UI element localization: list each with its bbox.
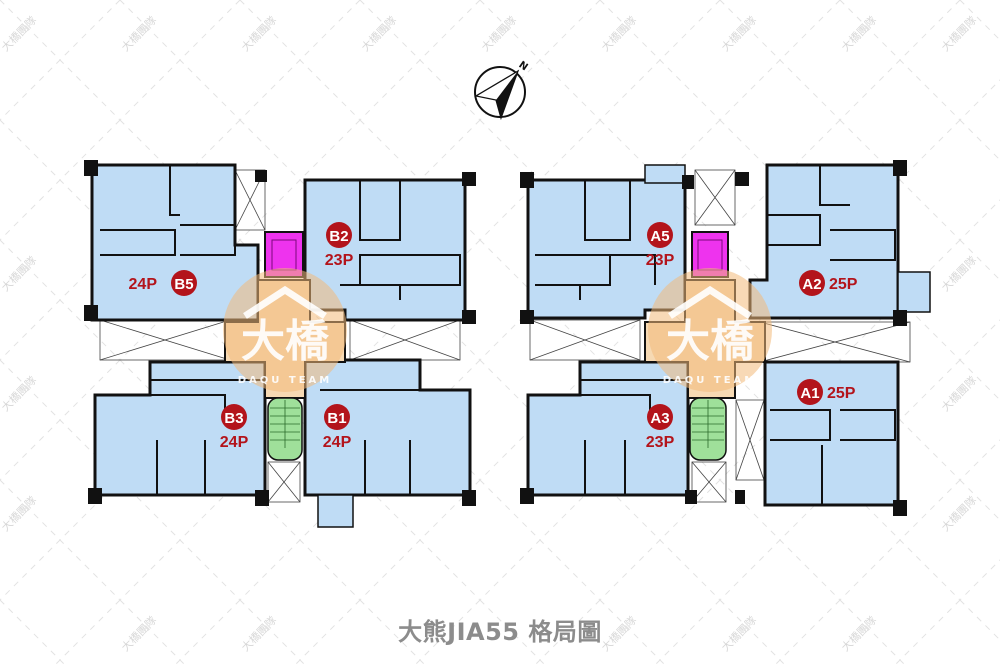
svg-text:24P: 24P xyxy=(220,434,249,451)
building-b: 大橋 DAQU TEAM xyxy=(84,160,476,528)
svg-text:A1: A1 xyxy=(800,385,819,402)
svg-text:DAQU TEAM: DAQU TEAM xyxy=(663,375,758,386)
unit-badge xyxy=(171,270,197,296)
svg-text:大橋: 大橋 xyxy=(241,316,329,367)
svg-text:A5: A5 xyxy=(650,228,669,245)
svg-text:DAQU TEAM: DAQU TEAM xyxy=(238,375,333,386)
svg-text:23P: 23P xyxy=(325,252,354,269)
svg-text:23P: 23P xyxy=(646,252,675,269)
unit-badge xyxy=(221,404,247,430)
svg-text:大橋: 大橋 xyxy=(666,316,754,367)
logo-b-text: 大橋 DAQU TEAM xyxy=(238,285,333,386)
unit-a2-area[interactable] xyxy=(748,163,900,320)
logo-a-text: 大橋 DAQU TEAM xyxy=(663,285,758,386)
unit-label-b5[interactable]: 24P B5 xyxy=(129,270,197,296)
svg-text:A3: A3 xyxy=(650,410,669,427)
svg-text:24P: 24P xyxy=(323,434,352,451)
svg-text:25P: 25P xyxy=(829,276,858,293)
svg-text:B1: B1 xyxy=(327,410,346,427)
page-title: 大熊JIA55 格局圖 xyxy=(398,618,602,646)
logo-a xyxy=(648,268,772,392)
unit-a1-area[interactable] xyxy=(763,360,900,507)
building-a: 大橋 DAQU TEAM xyxy=(520,160,931,516)
svg-text:23P: 23P xyxy=(646,434,675,451)
unit-label-b2[interactable]: B2 23P xyxy=(325,222,354,269)
unit-badge xyxy=(647,222,673,248)
unit-label-b1[interactable]: B1 24P xyxy=(323,404,352,451)
svg-text:B3: B3 xyxy=(224,410,243,427)
unit-badge xyxy=(326,222,352,248)
north-arrow-icon: N xyxy=(474,60,530,120)
unit-badge xyxy=(797,379,823,405)
svg-text:B2: B2 xyxy=(329,228,348,245)
svg-text:25P: 25P xyxy=(827,385,856,402)
unit-badge xyxy=(324,404,350,430)
unit-badge xyxy=(647,404,673,430)
svg-text:B5: B5 xyxy=(174,276,193,293)
logo-b xyxy=(223,268,347,392)
svg-text:24P: 24P xyxy=(129,276,158,293)
unit-badge xyxy=(799,270,825,296)
unit-label-a2[interactable]: A2 25P xyxy=(799,270,858,296)
unit-label-b3[interactable]: B3 24P xyxy=(220,404,249,451)
svg-text:A2: A2 xyxy=(802,276,821,293)
unit-label-a3[interactable]: A3 23P xyxy=(646,404,675,451)
unit-label-a5[interactable]: A5 23P xyxy=(646,222,675,269)
unit-label-a1[interactable]: A1 25P xyxy=(797,379,856,405)
